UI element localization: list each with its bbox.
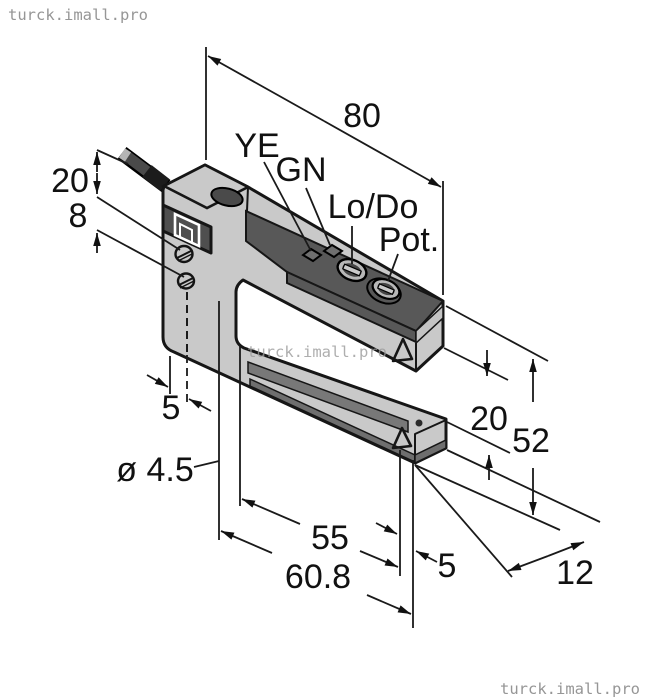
- cable: [117, 147, 171, 192]
- callout-potentiometer: Pot.: [379, 221, 439, 282]
- dim-80-label: 80: [343, 97, 381, 135]
- dim-55-label: 55: [311, 519, 349, 557]
- dim-slot-20-label: 20: [470, 400, 508, 438]
- dim-overall-height: 52: [414, 305, 561, 531]
- callout-yellow-led: YE: [234, 127, 312, 252]
- beam-hole: [415, 419, 423, 427]
- dim-mounting-hole: ø 4.5: [116, 301, 220, 489]
- dim-beam-end-offset: 5: [375, 522, 457, 585]
- dim-20-label: 20: [51, 162, 89, 200]
- dim-5-right-label: 5: [438, 547, 457, 585]
- warning-triangle-icon: [391, 426, 413, 450]
- warning-triangle-icon: [391, 337, 414, 363]
- label-gn: GN: [276, 151, 327, 189]
- label-lodo: Lo/Do: [328, 188, 419, 226]
- label-pot: Pot.: [379, 221, 439, 259]
- mounting-hole: [210, 186, 244, 208]
- lower-arm-window-band: [247, 360, 409, 434]
- lower-arm-end-face: [414, 419, 447, 465]
- callout-light-dark: Lo/Do: [328, 188, 419, 264]
- watermark-center: turck.imall.pro: [247, 343, 387, 361]
- green-led: [322, 243, 344, 259]
- dim-overall-length: 80: [205, 47, 444, 295]
- dim-608-label: 60.8: [285, 558, 351, 596]
- sensitivity-potentiometer: [366, 277, 402, 305]
- light-dark-selector: [336, 257, 368, 283]
- dim-slot-width: 20: [443, 347, 511, 480]
- sensor-body: [161, 163, 448, 465]
- dim-screw-edge-offset: 5: [146, 355, 212, 427]
- watermark-bottom-right: turck.imall.pro: [500, 680, 640, 698]
- dim-dia-label: ø 4.5: [116, 451, 193, 489]
- dim-arm-reach: 60.8: [218, 460, 414, 628]
- label-ye: YE: [234, 127, 279, 165]
- dim-8-label: 8: [69, 197, 88, 235]
- callout-green-led: GN: [276, 151, 331, 246]
- upper-arm-slab-end: [415, 304, 444, 345]
- dim-12-label: 12: [556, 554, 594, 592]
- dim-screw-spacing: 8: [69, 197, 185, 278]
- head-right-edge: [246, 186, 249, 212]
- display-window: [161, 203, 213, 255]
- watermark-top-left: turck.imall.pro: [8, 6, 148, 24]
- dim-housing-depth: 12: [414, 449, 601, 592]
- screw-lower: [176, 272, 196, 290]
- yellow-led: [301, 247, 323, 263]
- dim-5-left-label: 5: [162, 389, 181, 427]
- dim-52-label: 52: [512, 422, 550, 460]
- dim-slot-depth: 55: [239, 345, 401, 576]
- cable-strain-relief: [142, 165, 170, 191]
- dim-head-height: 20: [51, 149, 181, 251]
